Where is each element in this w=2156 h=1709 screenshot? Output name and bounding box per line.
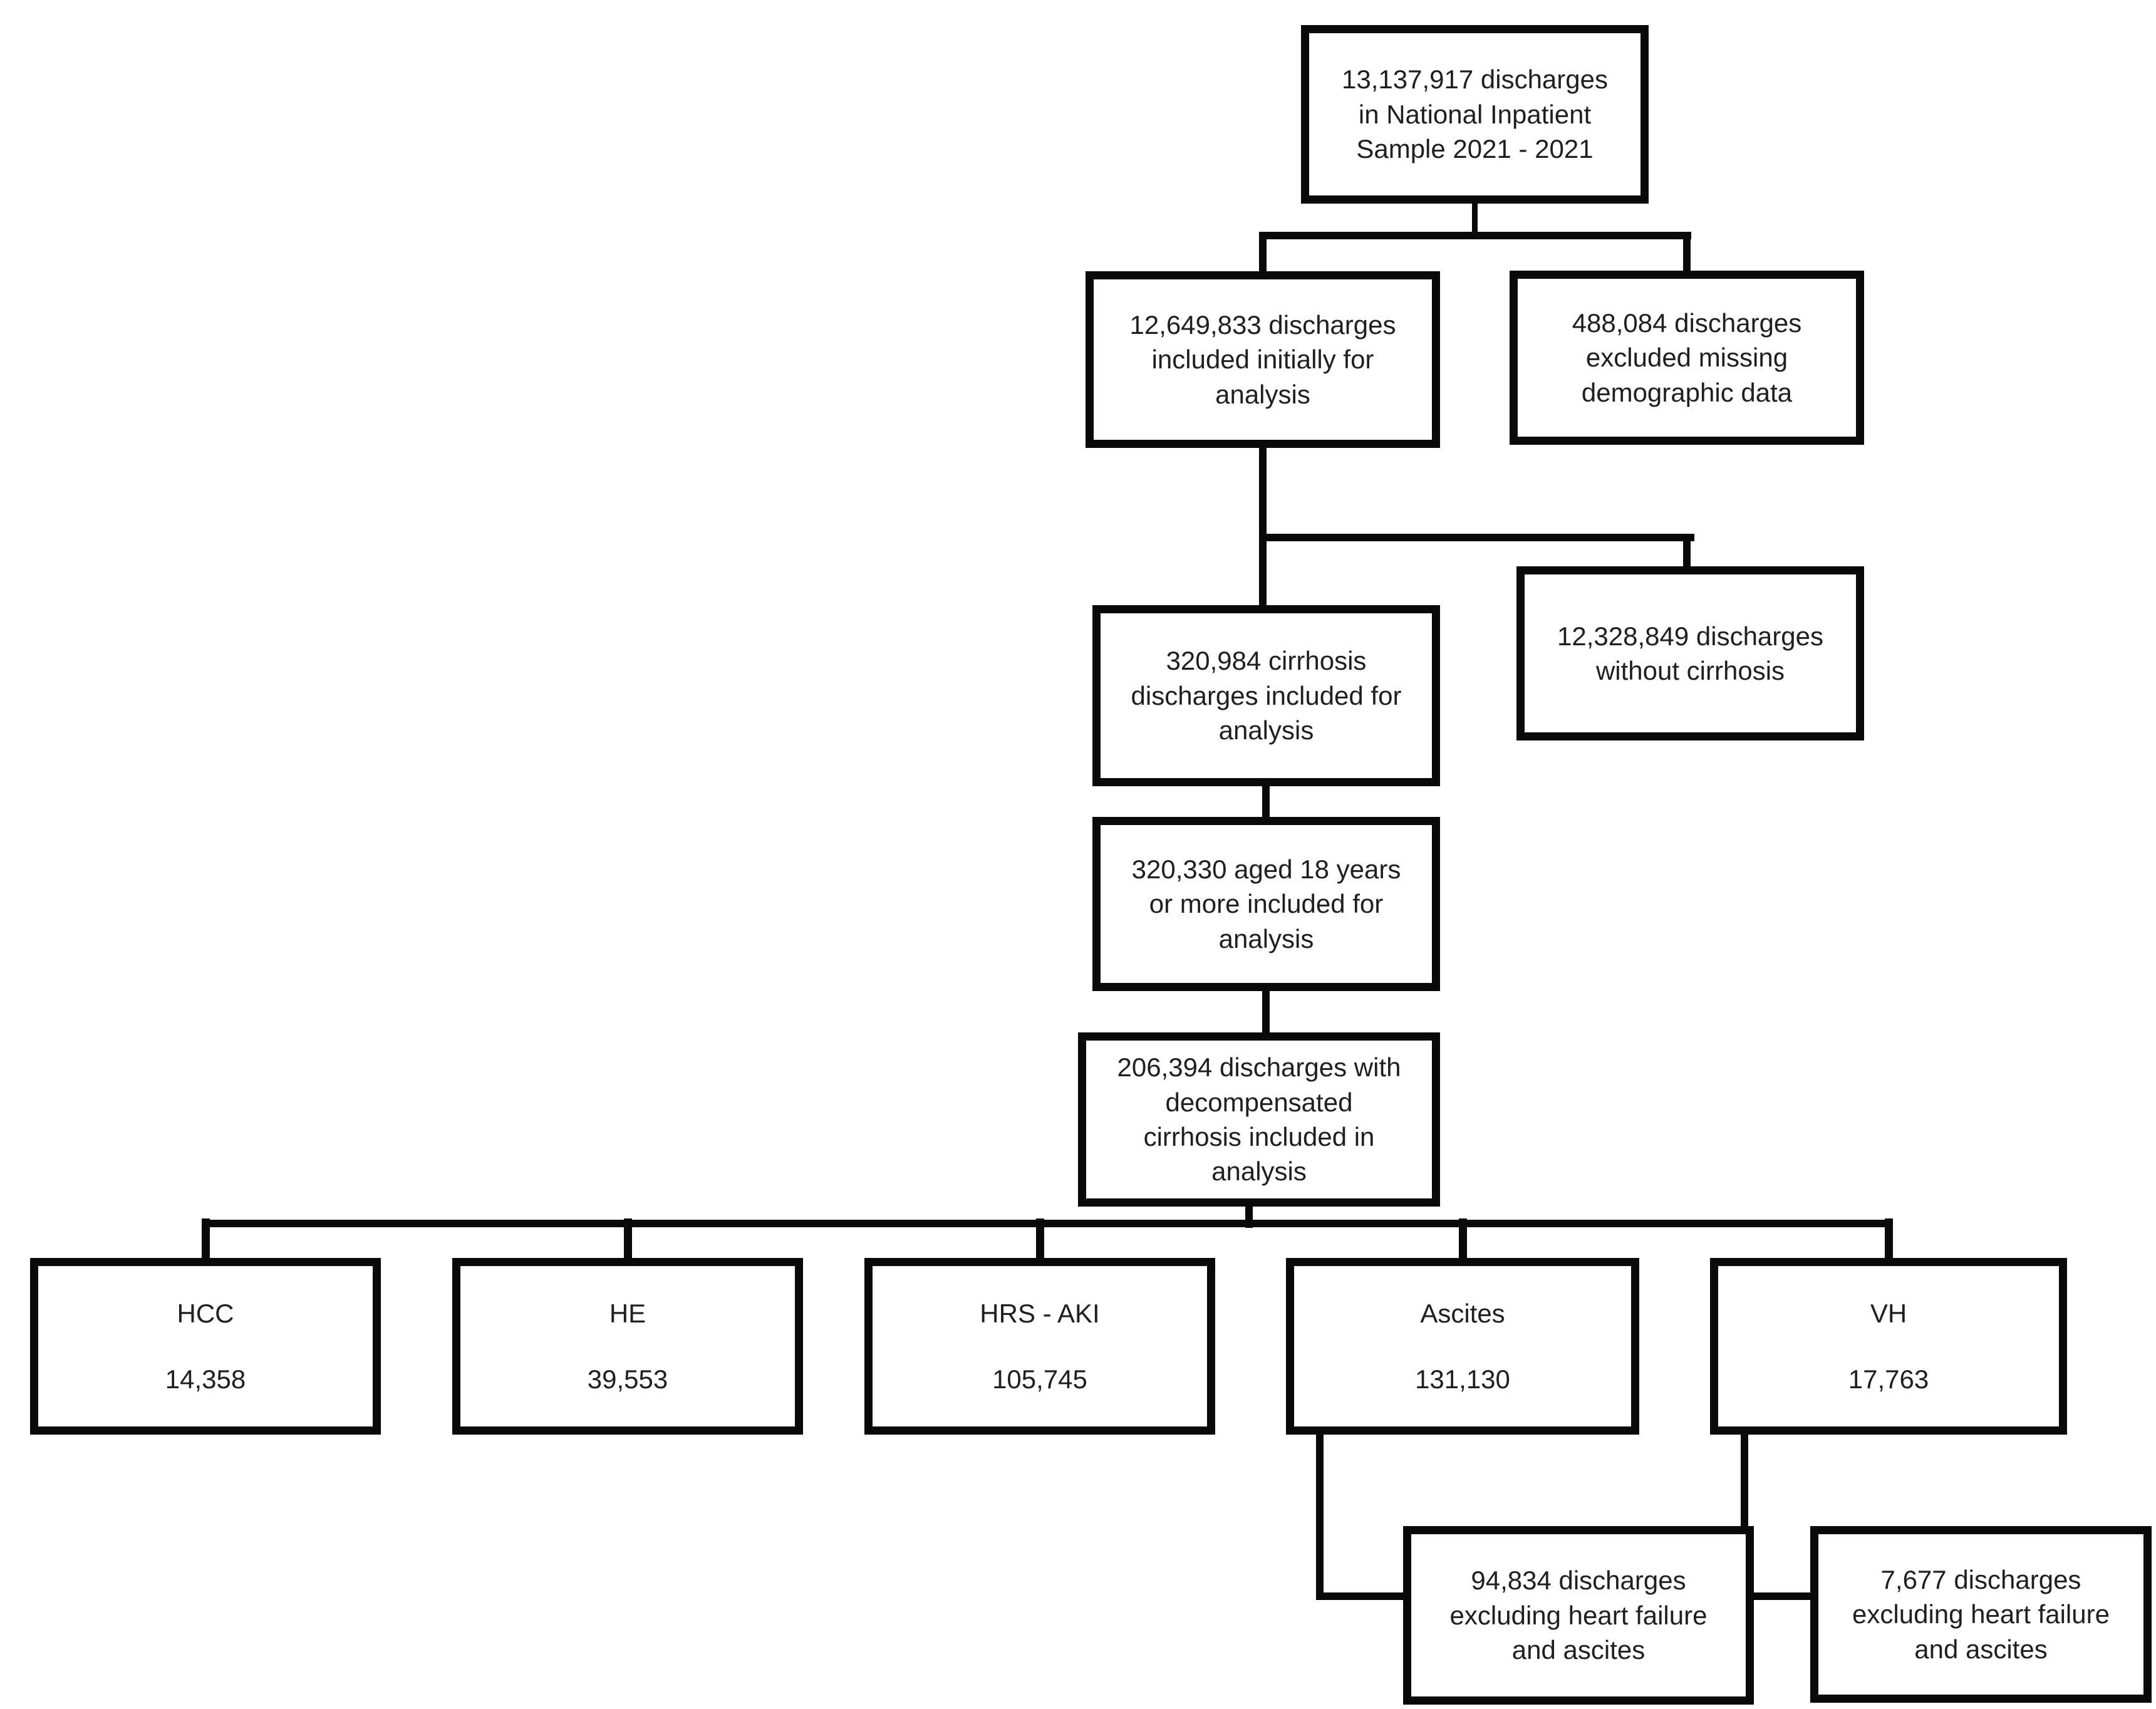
connector-included-drop (1259, 232, 1267, 274)
connector-adults-to-decompensated (1262, 989, 1270, 1036)
node-without-cirrhosis-text: 12,328,849 discharges without cirrhosis (1557, 621, 1823, 685)
node-vh-exclusion: 7,677 discharges excluding heart failure… (1810, 1526, 2152, 1703)
node-vh-value: 17,763 (1848, 1364, 1929, 1394)
node-decompensated: 206,394 discharges with decompensated ci… (1078, 1032, 1440, 1207)
connector-ascites-elbow-vertical (1316, 1431, 1324, 1600)
connector-ascites-drop (1459, 1218, 1467, 1265)
node-total-discharges-text: 13,137,917 discharges in National Inpati… (1342, 65, 1608, 164)
connector-hcc-drop (202, 1218, 210, 1265)
node-ascites-exclusion-text: 94,834 discharges excluding heart failur… (1449, 1566, 1708, 1665)
connector-vh-drop (1885, 1218, 1893, 1265)
node-he-label: HE (609, 1298, 646, 1328)
node-vh-exclusion-text: 7,677 discharges excluding heart failure… (1852, 1564, 2110, 1664)
node-included-initially: 12,649,833 discharges included initially… (1086, 271, 1440, 448)
connector-hrs-aki-drop (1036, 1218, 1044, 1265)
connector-included-to-cirrhosis (1259, 445, 1267, 608)
node-cirrhosis-included-text: 320,984 cirrhosis discharges included fo… (1131, 646, 1402, 745)
node-cirrhosis-included: 320,984 cirrhosis discharges included fo… (1092, 605, 1440, 786)
connector-excluded-demographic-drop (1683, 232, 1691, 274)
node-excluded-demographic: 488,084 discharges excluded missing demo… (1510, 271, 1864, 445)
node-he-value: 39,553 (587, 1364, 668, 1394)
connector-level2-horizontal (1259, 232, 1691, 239)
node-ascites: Ascites 131,130 (1286, 1258, 1639, 1435)
node-hrs-aki-value: 105,745 (992, 1364, 1087, 1394)
connector-ascites-elbow-horizontal (1316, 1592, 1403, 1600)
node-hcc-value: 14,358 (165, 1364, 246, 1394)
node-hrs-aki: HRS - AKI 105,745 (864, 1258, 1215, 1435)
node-without-cirrhosis: 12,328,849 discharges without cirrhosis (1516, 566, 1864, 740)
node-vh-label: VH (1870, 1298, 1907, 1328)
node-hcc: HCC 14,358 (30, 1258, 381, 1435)
node-ascites-value: 131,130 (1415, 1364, 1510, 1394)
connector-he-drop (624, 1218, 632, 1265)
node-included-initially-text: 12,649,833 discharges included initially… (1129, 309, 1396, 409)
node-adults-included: 320,330 aged 18 years or more included f… (1092, 817, 1440, 991)
connector-vh-elbow-horizontal (1741, 1592, 1810, 1600)
connector-without-cirrhosis-drop (1683, 534, 1691, 569)
node-ascites-exclusion: 94,834 discharges excluding heart failur… (1403, 1526, 1754, 1705)
connector-cirrhosis-to-adults (1262, 783, 1270, 821)
connector-without-cirrhosis-horizontal (1259, 534, 1694, 541)
node-excluded-demographic-text: 488,084 discharges excluded missing demo… (1572, 308, 1802, 407)
node-vh: VH 17,763 (1710, 1258, 2067, 1435)
node-hcc-label: HCC (177, 1298, 234, 1328)
node-he: HE 39,553 (452, 1258, 803, 1435)
node-total-discharges: 13,137,917 discharges in National Inpati… (1301, 25, 1649, 204)
connector-bottom-horizontal (202, 1220, 1892, 1227)
node-hrs-aki-label: HRS - AKI (980, 1298, 1100, 1328)
node-ascites-label: Ascites (1420, 1298, 1505, 1328)
connector-total-drop (1472, 200, 1478, 237)
node-decompensated-text: 206,394 discharges with decompensated ci… (1117, 1052, 1401, 1187)
node-adults-included-text: 320,330 aged 18 years or more included f… (1131, 854, 1401, 953)
